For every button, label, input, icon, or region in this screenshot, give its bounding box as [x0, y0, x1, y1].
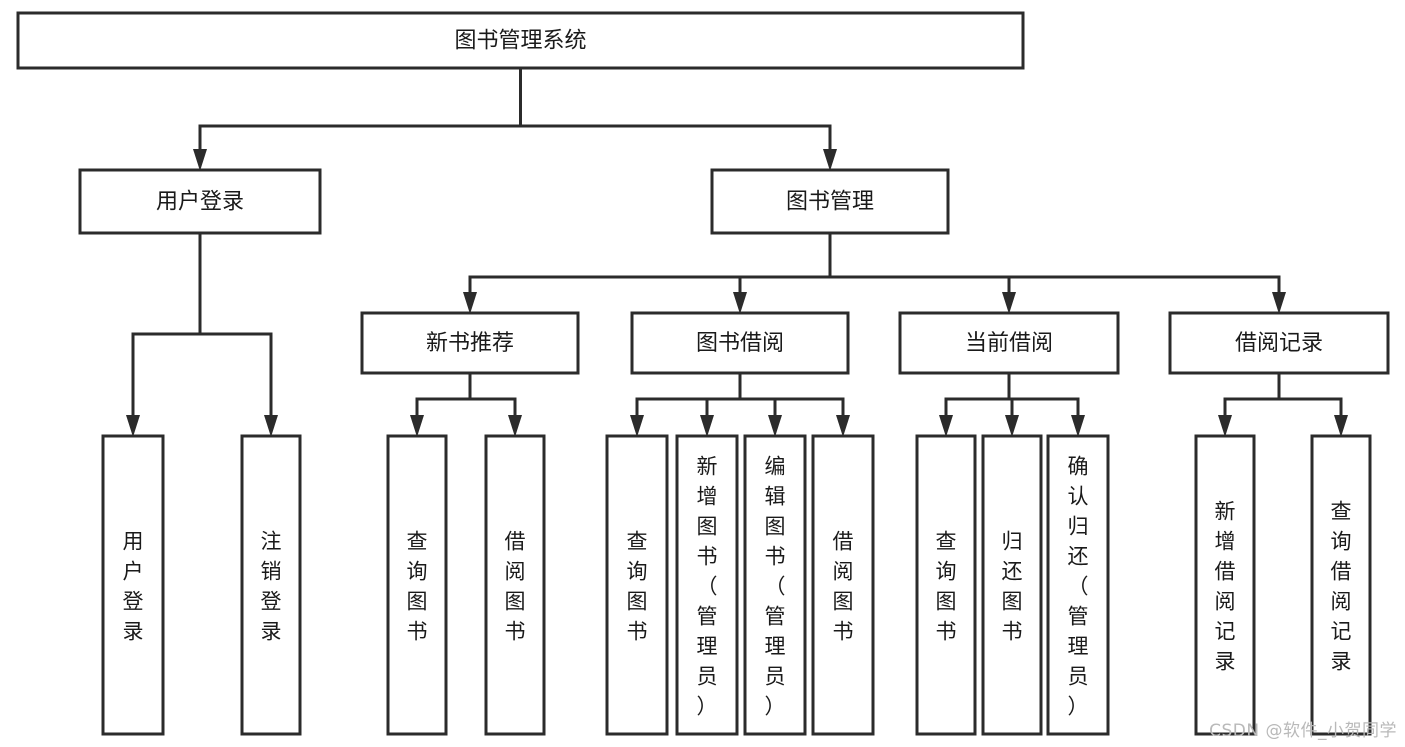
node-leaf-borrow-book-1-label: 借阅图书	[505, 529, 526, 643]
node-book-manage[interactable]: 图书管理	[710, 168, 950, 235]
node-root[interactable]: 图书管理系统	[16, 11, 1025, 70]
node-leaf-return-book-box[interactable]	[981, 434, 1043, 736]
arrow-head-icon	[410, 415, 424, 437]
node-current-borrow-box[interactable]	[898, 311, 1120, 375]
node-leaf-logout[interactable]: 注销登录	[240, 434, 302, 736]
node-leaf-query-book-3-label: 查询图书	[936, 529, 957, 643]
arrow-head-icon	[1334, 415, 1348, 437]
node-leaf-query-book-1[interactable]: 查询图书	[386, 434, 448, 736]
node-current-borrow[interactable]: 当前借阅	[898, 311, 1120, 375]
node-leaf-confirm-return-box[interactable]	[1046, 434, 1110, 736]
node-leaf-logout-box[interactable]	[240, 434, 302, 736]
node-borrow-record-box[interactable]	[1168, 311, 1390, 375]
node-book-manage-box[interactable]	[710, 168, 950, 235]
node-leaf-query-book-2-box[interactable]	[605, 434, 669, 736]
arrow-head-icon	[264, 415, 278, 437]
arrow-head-icon	[1005, 415, 1019, 437]
node-leaf-edit-book-box[interactable]	[743, 434, 807, 736]
node-leaf-query-book-3-box[interactable]	[915, 434, 977, 736]
node-layer: 图书管理系统用户登录图书管理新书推荐图书借阅当前借阅借阅记录用户登录注销登录查询…	[16, 11, 1390, 736]
node-leaf-edit-book-label: 编辑图书（管理员）	[765, 454, 786, 718]
node-new-book-recommend-box[interactable]	[360, 311, 580, 375]
node-leaf-add-record-label: 新增借阅记录	[1215, 499, 1236, 673]
node-new-book-recommend-label: 新书推荐	[426, 331, 514, 356]
arrow-head-icon	[836, 415, 850, 437]
node-root-box[interactable]	[16, 11, 1025, 70]
node-leaf-borrow-book-1-box[interactable]	[484, 434, 546, 736]
node-leaf-return-book[interactable]: 归还图书	[981, 434, 1043, 736]
node-leaf-add-book[interactable]: 新增图书（管理员）	[675, 434, 739, 736]
node-leaf-borrow-book-2-box[interactable]	[811, 434, 875, 736]
node-book-borrow[interactable]: 图书借阅	[630, 311, 850, 375]
node-user-login[interactable]: 用户登录	[78, 168, 322, 235]
node-leaf-query-book-1-box[interactable]	[386, 434, 448, 736]
node-leaf-query-book-1-label: 查询图书	[407, 529, 428, 643]
node-root-label: 图书管理系统	[454, 29, 586, 54]
node-current-borrow-label: 当前借阅	[965, 331, 1053, 356]
node-leaf-confirm-return[interactable]: 确认归还（管理员）	[1046, 434, 1110, 736]
node-leaf-query-record-label: 查询借阅记录	[1331, 499, 1352, 673]
node-borrow-record[interactable]: 借阅记录	[1168, 311, 1390, 375]
connector-layer	[126, 66, 1348, 437]
node-leaf-user-login[interactable]: 用户登录	[101, 434, 165, 736]
arrow-head-icon	[1218, 415, 1232, 437]
node-leaf-add-book-label: 新增图书（管理员）	[697, 454, 718, 718]
watermark: CSDN @软件_小贺同学	[1209, 721, 1397, 741]
arrow-head-icon	[939, 415, 953, 437]
node-leaf-borrow-book-1[interactable]: 借阅图书	[484, 434, 546, 736]
node-leaf-logout-label: 注销登录	[261, 529, 282, 643]
node-leaf-user-login-box[interactable]	[101, 434, 165, 736]
arrow-head-icon	[1272, 292, 1286, 314]
node-leaf-query-book-2-label: 查询图书	[627, 529, 648, 643]
node-user-login-box[interactable]	[78, 168, 322, 235]
arrow-head-icon	[193, 149, 207, 171]
arrow-head-icon	[1071, 415, 1085, 437]
node-borrow-record-label: 借阅记录	[1235, 331, 1323, 356]
node-leaf-edit-book[interactable]: 编辑图书（管理员）	[743, 434, 807, 736]
node-leaf-confirm-return-label: 确认归还（管理员）	[1068, 454, 1089, 718]
arrow-head-icon	[700, 415, 714, 437]
node-new-book-recommend[interactable]: 新书推荐	[360, 311, 580, 375]
node-leaf-add-record[interactable]: 新增借阅记录	[1194, 434, 1256, 736]
node-leaf-user-login-label: 用户登录	[123, 529, 144, 643]
node-user-login-label: 用户登录	[156, 190, 244, 215]
node-leaf-borrow-book-2-label: 借阅图书	[833, 529, 854, 643]
arrow-head-icon	[768, 415, 782, 437]
arrow-head-icon	[630, 415, 644, 437]
node-book-borrow-box[interactable]	[630, 311, 850, 375]
arrow-head-icon	[733, 292, 747, 314]
arrow-head-icon	[508, 415, 522, 437]
node-book-borrow-label: 图书借阅	[696, 331, 784, 356]
node-leaf-query-book-2[interactable]: 查询图书	[605, 434, 669, 736]
node-leaf-add-book-box[interactable]	[675, 434, 739, 736]
arrow-head-icon	[463, 292, 477, 314]
node-leaf-query-record-box[interactable]	[1310, 434, 1372, 736]
node-book-manage-label: 图书管理	[786, 190, 874, 215]
arrow-head-icon	[823, 149, 837, 171]
node-leaf-query-book-3[interactable]: 查询图书	[915, 434, 977, 736]
node-leaf-add-record-box[interactable]	[1194, 434, 1256, 736]
arrow-head-icon	[1002, 292, 1016, 314]
arrow-head-icon	[126, 415, 140, 437]
node-leaf-return-book-label: 归还图书	[1002, 529, 1023, 643]
node-leaf-borrow-book-2[interactable]: 借阅图书	[811, 434, 875, 736]
node-leaf-query-record[interactable]: 查询借阅记录	[1310, 434, 1372, 736]
